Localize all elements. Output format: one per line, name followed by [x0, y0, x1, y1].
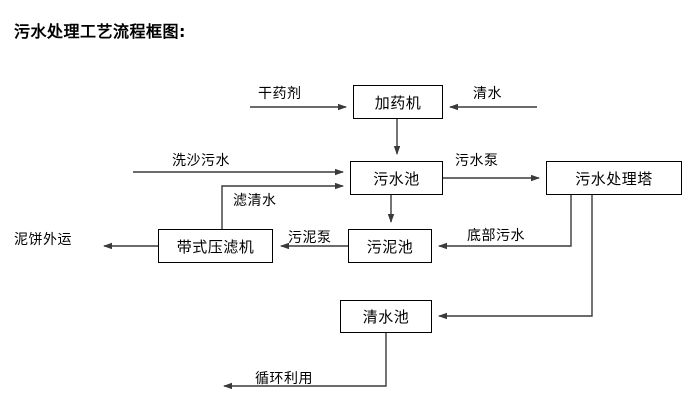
- label-mud-cake-out: 泥饼外运: [14, 232, 72, 248]
- label-sludge-pump: 污泥泵: [288, 230, 332, 246]
- label-dry-chemical: 干药剂: [258, 86, 302, 102]
- label-wastewater-pump: 污水泵: [455, 153, 499, 169]
- label-filtered-water: 滤清水: [233, 193, 277, 209]
- node-dosing-machine[interactable]: 加药机: [353, 85, 443, 119]
- node-treatment-tower[interactable]: 污水处理塔: [546, 161, 682, 195]
- edge-tower-bottom-to-sludge-pool: [438, 195, 572, 250]
- edge-filtered-water-to-wastewater-pool: [221, 182, 344, 229]
- label-recycle-reuse: 循环利用: [255, 371, 313, 387]
- edge-tower-to-clean-water-pool: [438, 195, 593, 320]
- node-belt-filter-press[interactable]: 带式压滤机: [158, 229, 273, 263]
- label-bottom-wastewater: 底部污水: [467, 228, 525, 244]
- page-title: 污水处理工艺流程框图:: [14, 22, 186, 41]
- node-wastewater-pool[interactable]: 污水池: [350, 161, 443, 195]
- label-clean-water-in: 清水: [473, 86, 502, 102]
- label-sand-wash-water: 洗沙污水: [172, 153, 230, 169]
- node-clean-water-pool[interactable]: 清水池: [340, 300, 432, 333]
- node-sludge-pool[interactable]: 污泥池: [348, 229, 432, 263]
- edge-clean-water-pool-recycle: [223, 333, 387, 390]
